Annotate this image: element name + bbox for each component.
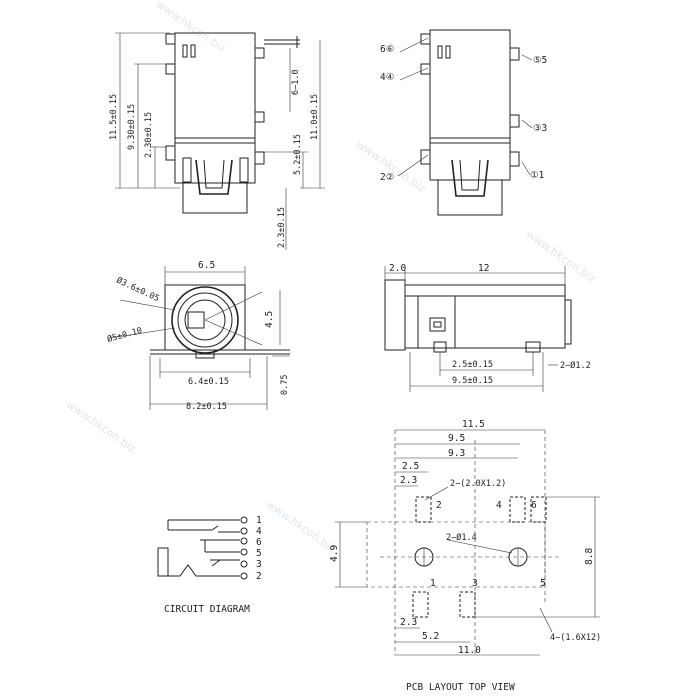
- circuit-pin-5: 5: [256, 548, 262, 559]
- side-view-body: [404, 284, 566, 349]
- pcb-pad-label-6: 6: [531, 500, 537, 511]
- dim-pcb-52: 5.2: [422, 631, 439, 642]
- dim-pcb-110: 11.0: [458, 645, 481, 656]
- dim-front-total-height: 11.5±0.15: [109, 94, 119, 140]
- pin-label-2: 2②: [380, 172, 395, 183]
- circuit-pin-1: 1: [256, 515, 262, 526]
- pcb-pad-label-2: 2: [436, 500, 442, 511]
- pcb-pad-label-3: 3: [472, 578, 478, 589]
- pin-label-6: 6⑥: [380, 44, 395, 55]
- dim-side-12: 12: [478, 263, 489, 274]
- dim-end-d5: Ø5±0.10: [106, 325, 143, 345]
- circuit-diagram: 1 4 6 5 3 2 CIRCUIT DIAGRAM: [157, 515, 262, 615]
- pcb-pad-label-4: 4: [496, 500, 502, 511]
- dim-pcb-pad-2x12: 2−(2.0X1.2): [450, 479, 506, 489]
- end-view: 6.5 Ø3.6±0.05 Ø5±0.10 4.5 6.4±0.15 8.2±0…: [106, 260, 290, 412]
- dim-pcb-88: 8.8: [584, 548, 595, 565]
- dim-pcb-23b: 2.3: [400, 617, 417, 628]
- dim-front-110: 11.0±0.15: [310, 94, 320, 140]
- pcb-pad-label-1: 1: [430, 578, 436, 589]
- pin-label-4: 4④: [380, 72, 395, 83]
- dim-front-230: 2.30±0.15: [144, 112, 154, 158]
- pcb-pad-label-5: 5: [540, 578, 546, 589]
- circuit-pin-4: 4: [256, 526, 262, 537]
- circuit-pin-6: 6: [256, 537, 262, 548]
- pin-label-5: ⑤5: [533, 55, 547, 66]
- dim-pcb-pad-16x12: 4−(1.6X12): [550, 633, 601, 643]
- pcb-layout: 11.5 9.5 9.3 2.5 2.3 2−(2.0X1.2) 2−Ø1.4 …: [329, 419, 601, 693]
- dim-pcb-93: 9.3: [448, 448, 465, 459]
- pin-label-3: ③3: [533, 123, 547, 134]
- dim-pcb-95: 9.5: [448, 433, 465, 444]
- circuit-diagram-title: CIRCUIT DIAGRAM: [164, 604, 250, 615]
- dim-end-82: 8.2±0.15: [186, 402, 227, 412]
- dim-pcb-23: 2.3: [400, 475, 417, 486]
- dim-side-20: 2.0: [389, 263, 406, 274]
- pin-label-1: ①1: [530, 170, 545, 181]
- dim-pcb-hole-14: 2−Ø1.4: [446, 532, 477, 543]
- dim-end-075: 0.75: [280, 375, 290, 395]
- dim-side-25: 2.5±0.15: [452, 360, 493, 370]
- front-view: 11.5±0.15 9.30±0.15 2.30±0.15 6−1.0 11.0…: [109, 32, 325, 250]
- pcb-outline: [366, 521, 546, 588]
- dim-pcb-115: 11.5: [462, 419, 485, 430]
- dim-front-930: 9.30±0.15: [127, 104, 137, 150]
- pcb-pad-2: [415, 496, 432, 523]
- side-view-front-flange: [384, 279, 406, 351]
- dim-end-45: 4.5: [264, 311, 275, 328]
- dim-side-95: 9.5±0.15: [452, 376, 493, 386]
- dim-end-d36: Ø3.6±0.05: [115, 275, 161, 304]
- dim-front-52: 5.2±0.15: [293, 134, 303, 175]
- dim-pcb-25: 2.5: [402, 461, 419, 472]
- dim-front-61: 6−1.0: [291, 69, 301, 95]
- circuit-plug-body: [157, 547, 169, 577]
- dim-end-64: 6.4±0.15: [188, 377, 229, 387]
- dim-end-65: 6.5: [198, 260, 215, 271]
- dim-front-23: 2.3±0.15: [277, 207, 287, 248]
- pcb-pad-3: [459, 591, 476, 618]
- pcb-pad-6: [530, 496, 547, 523]
- side-view: 2.0 12 2.5±0.15 9.5±0.15 2−Ø1.2: [384, 263, 591, 392]
- pcb-pad-1: [412, 591, 429, 618]
- circuit-pin-2: 2: [256, 571, 262, 582]
- circuit-pin-3: 3: [256, 559, 262, 570]
- pcb-layout-title: PCB LAYOUT TOP VIEW: [406, 682, 515, 693]
- pin-view: 6⑥ 4④ 2② ⑤5 ③3 ①1: [380, 29, 547, 216]
- dim-side-d12: 2−Ø1.2: [560, 360, 591, 371]
- pcb-pad-4: [509, 496, 526, 523]
- dim-pcb-49: 4.9: [329, 545, 340, 562]
